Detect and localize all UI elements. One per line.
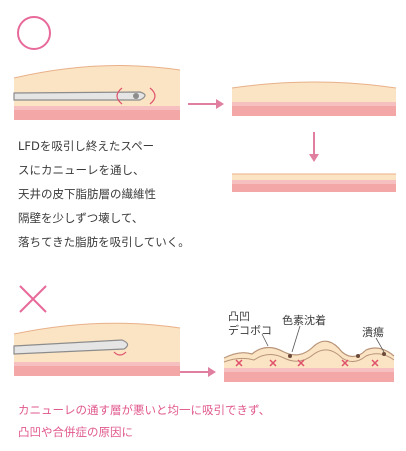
label-leaders bbox=[261, 325, 385, 353]
pigment-dots bbox=[288, 352, 386, 358]
good-line-2: スにカニューレを通し、 bbox=[18, 163, 145, 177]
arrow-right-bottom-icon bbox=[180, 367, 216, 377]
bad-cross-icon bbox=[19, 285, 47, 313]
good-final-block bbox=[232, 173, 396, 192]
label-unevenness-b: デコボコ bbox=[228, 324, 272, 337]
label-ulcer: 潰瘍 bbox=[362, 326, 384, 339]
bad-description: カニューレの通す層が悪いと均一に吸引できず、 凸凹や合併症の原因に bbox=[18, 399, 398, 443]
good-line-3: 天井の皮下脂肪層の繊維性 bbox=[18, 187, 156, 201]
bad-result-block bbox=[223, 340, 395, 382]
good-line-4: 隔壁を少しずつ壊して、 bbox=[18, 211, 144, 225]
label-unevenness-a: 凸凹 bbox=[228, 310, 250, 323]
damage-marks bbox=[235, 359, 379, 367]
good-description: LFDを吸引し終えたスペー スにカニューレを通し、 天井の皮下脂肪層の繊維性 隔… bbox=[18, 134, 248, 254]
good-line-1: LFDを吸引し終えたスペー bbox=[18, 139, 155, 153]
good-circle-icon bbox=[17, 16, 51, 50]
good-after-block bbox=[231, 81, 397, 116]
bad-cannula bbox=[13, 339, 129, 356]
good-line-5: 落ちてきた脂肪を吸引していく。 bbox=[18, 235, 190, 249]
bad-line-2: 凸凹や合併症の原因に bbox=[18, 425, 133, 439]
arrow-down-icon bbox=[309, 132, 319, 162]
good-cannula bbox=[13, 87, 156, 105]
label-pigmentation: 色素沈着 bbox=[282, 314, 326, 327]
bad-line-1: カニューレの通す層が悪いと均一に吸引できず、 bbox=[18, 403, 271, 417]
arrow-right-icon bbox=[188, 99, 224, 109]
